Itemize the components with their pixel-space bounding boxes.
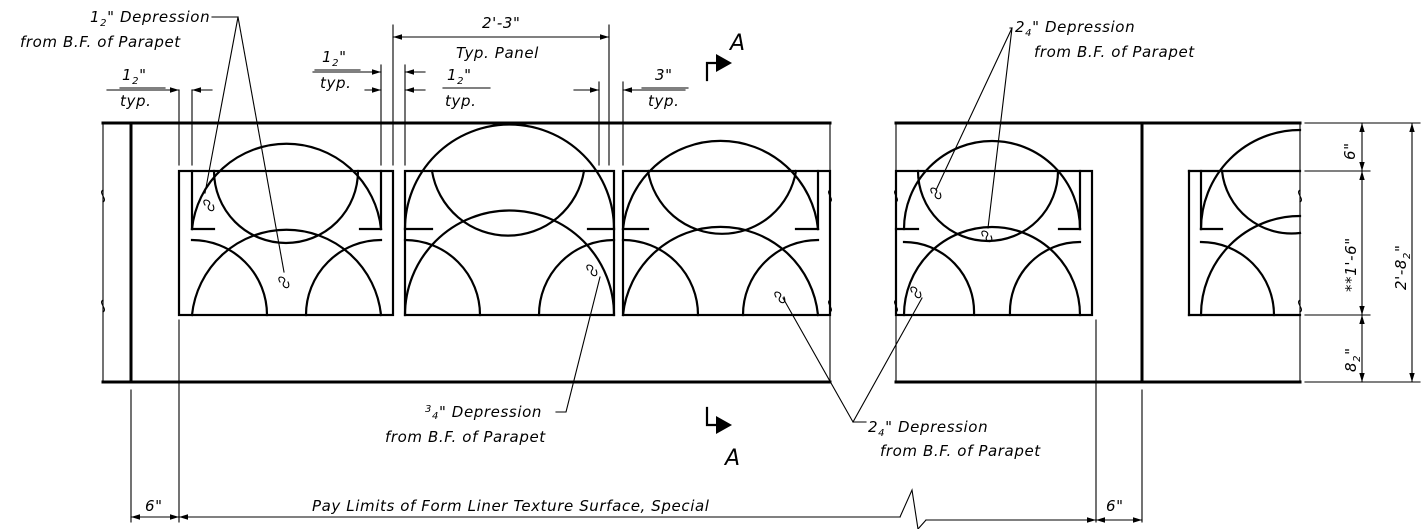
depression-symbols	[203, 187, 993, 304]
section-mark-top-letter: A	[728, 31, 745, 56]
dim-right-bottom: 82"	[1342, 347, 1363, 372]
note-depression-three-quarter: 34" Depression from B.F. of Parapet	[385, 403, 546, 446]
svg-text:typ.: typ.	[120, 92, 151, 110]
note-depression-quarter-top: 24" Depression from B.F. of Parapet	[1015, 18, 1195, 61]
dim-typ-panel-label: Typ. Panel	[456, 44, 539, 62]
leader-lines	[204, 16, 1013, 423]
svg-text:from B.F. of Parapet: from B.F. of Parapet	[880, 442, 1041, 460]
svg-text:from B.F. of Parapet: from B.F. of Parapet	[385, 428, 546, 446]
top-dimensions	[106, 24, 689, 166]
dim-right-top: 6"	[1341, 142, 1359, 160]
svg-text:34" Depression: 34" Depression	[425, 403, 542, 422]
svg-text:12": 12"	[122, 66, 147, 87]
svg-text:from B.F. of Parapet: from B.F. of Parapet	[1034, 43, 1195, 61]
parapet-outline-left	[101, 121, 832, 384]
dim-bottom-right: 6"	[1106, 497, 1124, 515]
section-mark-bottom-letter: A	[723, 446, 740, 471]
dim-right-overall: 2'-82"	[1392, 245, 1413, 291]
dim-typ-panel-value: 2'-3"	[482, 14, 521, 32]
note-depression-half-parapet: 12" Depression from B.F. of Parapet	[20, 8, 210, 51]
bottom-dimensions	[130, 319, 1143, 529]
dim-right-middle: **1'-6"	[1342, 237, 1360, 292]
right-dimensions	[1304, 122, 1421, 383]
svg-text:24" Depression: 24" Depression	[868, 418, 988, 439]
section-mark-top: A	[705, 31, 745, 82]
svg-text:3": 3"	[655, 66, 673, 84]
section-mark-bottom: A	[705, 406, 740, 471]
panel-4	[894, 139, 1094, 317]
panel-2	[403, 123, 616, 317]
note-depression-quarter-bottom: 24" Depression from B.F. of Parapet	[868, 418, 1041, 460]
svg-text:from B.F. of Parapet: from B.F. of Parapet	[20, 33, 181, 51]
svg-text:typ.: typ.	[445, 92, 476, 110]
dim-gap-mid-right: 12" typ.	[445, 66, 476, 110]
dim-gap-mid-left: 12" typ.	[320, 48, 351, 92]
dim-bottom-left: 6"	[145, 497, 163, 515]
svg-text:typ.: typ.	[648, 92, 679, 110]
dim-gap-right: 3" typ.	[648, 66, 679, 110]
svg-text:24" Depression: 24" Depression	[1015, 18, 1135, 39]
panel-3	[621, 139, 832, 317]
dim-pay-limits: Pay Limits of Form Liner Texture Surface…	[312, 497, 710, 515]
panel-5-partial	[1187, 128, 1302, 317]
svg-text:typ.: typ.	[320, 74, 351, 92]
dim-gap-left: 12" typ.	[120, 66, 151, 110]
svg-text:12" Depression: 12" Depression	[90, 8, 210, 29]
svg-text:12": 12"	[322, 48, 347, 69]
panel-1	[177, 142, 395, 317]
svg-text:12": 12"	[447, 66, 472, 87]
